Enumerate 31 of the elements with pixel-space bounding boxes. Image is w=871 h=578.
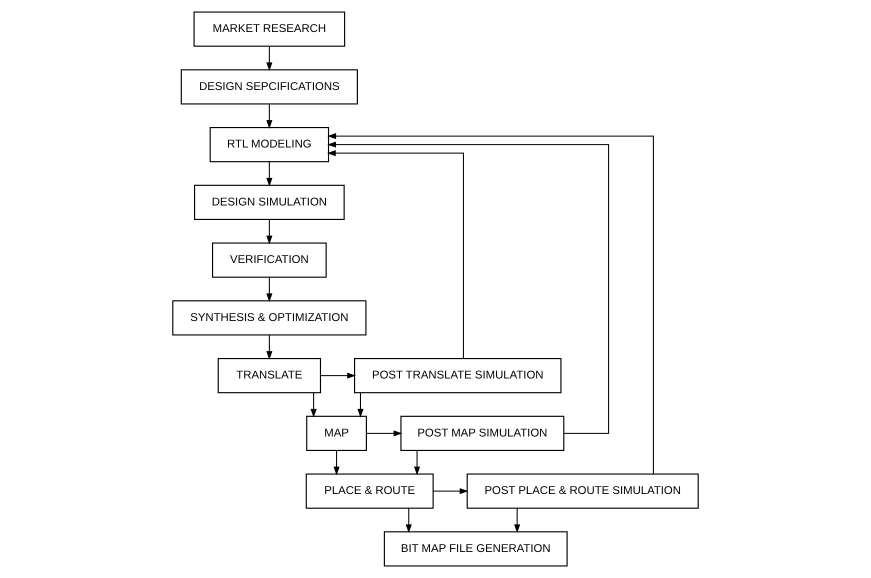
node-box: DESIGN SIMULATION — [194, 184, 345, 220]
node-box: MAP — [306, 416, 367, 451]
arrow — [406, 508, 412, 534]
arrow — [514, 508, 520, 534]
node-box: TRANSLATE — [218, 358, 322, 394]
arrow — [266, 162, 272, 187]
node-box: POST TRANSLATE SIMULATION — [354, 358, 562, 394]
arrow — [266, 277, 272, 302]
arrow — [310, 392, 317, 418]
arrow — [266, 104, 272, 129]
node-box: DESIGN SEPCIFICATIONS — [180, 69, 358, 104]
arrow — [366, 430, 402, 436]
arrow — [320, 372, 356, 379]
node-box: BIT MAP FILE GENERATION — [384, 531, 568, 566]
arrow — [266, 46, 272, 72]
node-box: MARKET RESEARCH — [194, 12, 346, 47]
arrow — [357, 392, 364, 418]
node-box: POST PLACE & ROUTE SIMULATION — [466, 474, 699, 509]
node-box: PLACE & ROUTE — [306, 474, 434, 509]
node-box: POST MAP SIMULATION — [400, 416, 564, 451]
arrow — [433, 488, 468, 494]
arrow — [334, 450, 340, 476]
arrow — [266, 335, 272, 360]
arrow — [266, 220, 272, 244]
arrow — [414, 450, 420, 476]
arrow — [327, 133, 654, 474]
arrow — [327, 150, 464, 359]
node-box: VERIFICATION — [212, 242, 327, 278]
node-box: SYNTHESIS & OPTIMIZATION — [172, 300, 366, 336]
arrow — [327, 142, 610, 434]
node-box: RTL MODELING — [210, 127, 330, 162]
